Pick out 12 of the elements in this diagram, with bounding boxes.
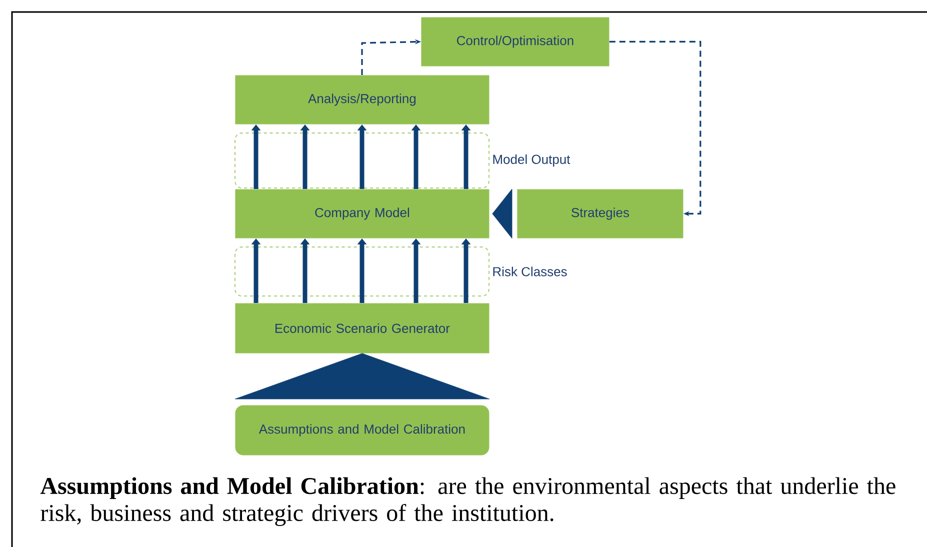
dashed-band: Risk Classes <box>234 246 567 296</box>
process-box: Strategies <box>517 189 684 238</box>
arrow <box>234 353 490 400</box>
caption: Assumptions and Model Calibration: are the environmental aspects that underlie the risk, business and strategic drivers of the institution. <box>40 477 896 526</box>
arrow <box>609 40 702 216</box>
process-box: Economic Scenario Generator <box>235 303 490 354</box>
input-box: Assumptions and Model Calibration <box>235 405 490 456</box>
arrow <box>492 188 512 239</box>
process-box: Control/Optimisation <box>421 17 610 66</box>
process-box: Company Model <box>235 189 490 238</box>
dashed-band: Model Output <box>234 132 570 188</box>
process-box: Analysis/Reporting <box>235 75 490 124</box>
